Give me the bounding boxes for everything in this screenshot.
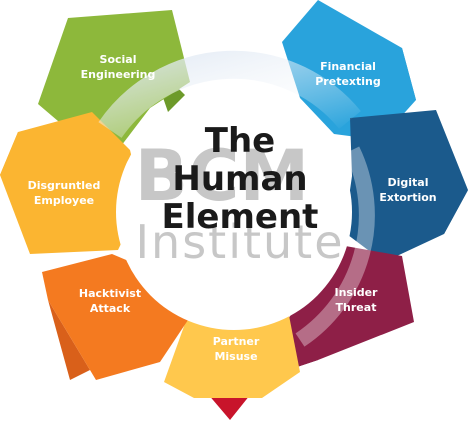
- segment-insider-threat: [282, 244, 414, 372]
- label-disgruntled-employee-1: Disgruntled: [28, 179, 101, 192]
- label-financial-pretexting-2: Pretexting: [315, 75, 381, 88]
- segment-digital-extortion: [344, 110, 468, 262]
- label-insider-threat-2: Threat: [336, 301, 377, 314]
- label-partner-misuse-1: Partner: [213, 335, 260, 348]
- label-insider-threat-1: Insider: [334, 286, 378, 299]
- center-title-line2: Human: [172, 159, 307, 199]
- center-title-line1: The: [205, 121, 275, 161]
- segment-labels: Social Engineering Financial Pretexting …: [28, 53, 437, 363]
- center-hub: [116, 94, 352, 330]
- arrow-tip-hacktivist-attack: [48, 300, 90, 380]
- label-digital-extortion-1: Digital: [388, 176, 429, 189]
- ring-swoosh: [98, 50, 361, 139]
- label-hacktivist-attack-2: Attack: [90, 302, 131, 315]
- label-hacktivist-attack-1: Hacktivist: [79, 287, 141, 300]
- watermark-bcm: BCM: [135, 135, 309, 217]
- watermark-institute: Institute: [135, 215, 344, 269]
- center-title-line3: Element: [162, 197, 319, 237]
- label-partner-misuse-2: Misuse: [214, 350, 257, 363]
- ring-swoosh-right: [295, 146, 375, 347]
- segment-disgruntled-employee: [0, 112, 142, 254]
- label-social-engineering-2: Engineering: [81, 68, 156, 81]
- label-digital-extortion-2: Extortion: [379, 191, 436, 204]
- label-social-engineering-1: Social: [100, 53, 137, 66]
- segment-social-engineering: [38, 10, 190, 150]
- label-financial-pretexting-1: Financial: [320, 60, 376, 73]
- label-disgruntled-employee-2: Employee: [34, 194, 94, 207]
